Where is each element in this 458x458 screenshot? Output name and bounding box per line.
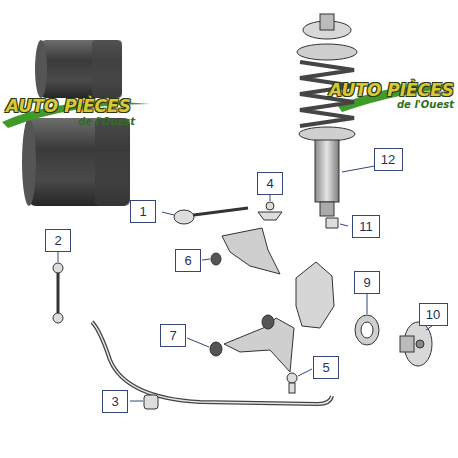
joint-plate — [258, 212, 282, 220]
leader-lines — [58, 163, 432, 401]
rod-eye — [174, 210, 194, 224]
spring-seat — [299, 127, 355, 141]
shock-eye — [320, 202, 334, 216]
lower-ball-joint — [287, 373, 297, 393]
callout-box: 3 — [102, 390, 128, 413]
callout-number: 3 — [111, 394, 118, 409]
callout-number: 4 — [266, 176, 273, 191]
callout-number: 9 — [363, 275, 370, 290]
rod-line — [186, 208, 248, 216]
watermark-text: AUTO PIÈCES — [6, 96, 131, 116]
steering-knuckle — [296, 262, 334, 328]
leader-line — [340, 224, 348, 226]
arm-plate — [222, 228, 280, 274]
stabiliser-bar — [92, 322, 332, 404]
link-rod — [57, 270, 60, 316]
leader-line — [270, 195, 271, 201]
lower-arm — [210, 315, 294, 372]
leader-line — [130, 401, 143, 402]
callout-box: 11 — [352, 215, 380, 238]
top-mount-stud — [320, 14, 334, 30]
leader-line — [162, 212, 174, 215]
shock-absorber — [315, 140, 339, 202]
leader-line — [58, 252, 59, 262]
spring-seat — [297, 44, 357, 60]
bearing-ring — [355, 315, 379, 345]
callout-box: 12 — [374, 148, 403, 171]
wheel-bearing — [355, 315, 379, 345]
joint-stud — [289, 383, 295, 393]
link-end — [53, 263, 63, 273]
watermark-text: AUTO PIÈCES — [329, 80, 454, 100]
leader-line — [187, 338, 209, 347]
callout-box: 4 — [257, 172, 283, 195]
bushing-body — [40, 40, 122, 98]
callout-box: 1 — [130, 200, 156, 223]
bushing-collar — [95, 118, 130, 206]
bump-stop — [326, 218, 338, 228]
bushing-end — [22, 118, 36, 206]
joint-ball — [287, 373, 297, 383]
callout-box: 2 — [45, 229, 71, 252]
leader-line — [367, 294, 368, 314]
tension-rod — [174, 208, 248, 224]
callout-box: 10 — [419, 303, 448, 326]
joint-ball — [266, 202, 274, 210]
leader-line — [202, 259, 210, 260]
hub-centre — [416, 340, 424, 348]
arm-bush — [210, 342, 222, 356]
callout-number: 12 — [381, 152, 395, 167]
bushing-collar — [92, 40, 122, 98]
leader-line — [426, 326, 432, 330]
hub-shaft — [400, 336, 414, 352]
watermark-text: de l'Ouest — [78, 116, 135, 127]
watermark-text: de l'Ouest — [397, 99, 454, 110]
leader-line — [298, 369, 312, 376]
bar-bushing — [144, 395, 158, 409]
arm-plate — [224, 318, 294, 372]
callout-box: 9 — [354, 271, 380, 294]
callout-number: 6 — [184, 253, 191, 268]
strut-assembly — [297, 14, 357, 216]
callout-number: 2 — [54, 233, 61, 248]
arm-bush — [211, 253, 221, 265]
bushing-end — [35, 40, 47, 98]
wheel-hub — [400, 322, 432, 366]
callout-box: 7 — [160, 324, 186, 347]
stabiliser-link — [53, 263, 63, 323]
callout-number: 5 — [322, 360, 329, 375]
callout-number: 11 — [359, 219, 373, 234]
callout-number: 10 — [426, 307, 440, 322]
callout-box: 5 — [313, 356, 339, 379]
callout-number: 7 — [169, 328, 176, 343]
arm-bush — [262, 315, 274, 329]
bushing-body — [28, 118, 130, 206]
link-end — [53, 313, 63, 323]
stabiliser-bar-highlight — [92, 322, 332, 404]
callout-number: 1 — [139, 204, 146, 219]
callout-box: 6 — [175, 249, 201, 272]
upper-arm — [211, 228, 280, 274]
upper-ball-joint — [258, 202, 282, 220]
bearing-bore — [361, 322, 373, 338]
